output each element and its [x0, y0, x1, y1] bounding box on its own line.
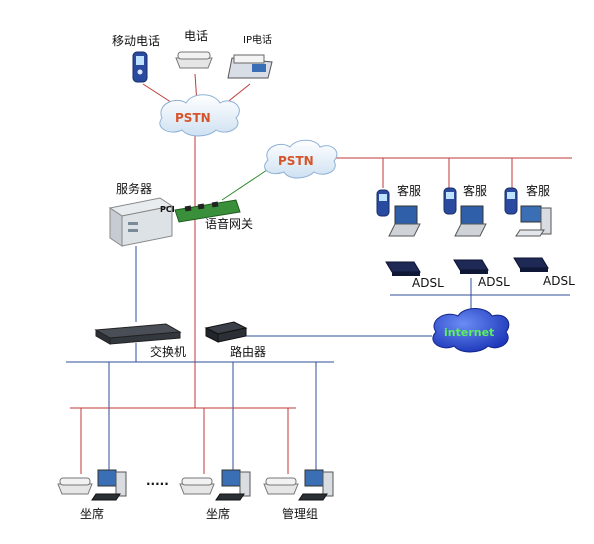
adsl1-modem-icon — [385, 261, 421, 276]
label-cs2: 客服 — [463, 183, 487, 198]
mobile-phone-icon — [132, 51, 148, 83]
switch-icon — [94, 323, 182, 345]
label-cs3: 客服 — [526, 183, 550, 198]
adsl3-modem-icon — [513, 257, 549, 272]
pstn-cloud-mid: PSTN — [264, 139, 338, 179]
label-mgmt: 管理组 — [282, 506, 318, 521]
adsl2-modem-icon — [453, 259, 489, 274]
internet-cloud: internet — [432, 308, 510, 353]
desk-phone-icon — [175, 51, 213, 69]
pstn-top-text: PSTN — [175, 111, 211, 125]
seat2-phone-icon — [179, 477, 215, 495]
voice-gateway-card-icon — [174, 199, 241, 223]
mgmt-computer-icon — [298, 469, 334, 501]
label-server: 服务器 — [116, 181, 152, 196]
label-adsl2: ADSL — [478, 275, 510, 289]
cs1-mobile-icon — [376, 189, 390, 217]
label-switch: 交换机 — [150, 344, 186, 359]
router-icon — [204, 321, 248, 343]
server-icon — [108, 197, 174, 247]
label-adsl1: ADSL — [412, 276, 444, 290]
label-dots: ····· — [146, 477, 169, 491]
label-mobile: 移动电话 — [112, 34, 160, 48]
label-adsl3: ADSL — [543, 274, 575, 288]
seat2-computer-icon — [215, 469, 251, 501]
seat1-phone-icon — [57, 477, 93, 495]
cs2-mobile-icon — [443, 187, 457, 215]
pstn-cloud-top: PSTN — [159, 94, 240, 137]
label-pci: PCI — [160, 205, 175, 214]
label-phone: 电话 — [184, 29, 208, 43]
label-cs1: 客服 — [397, 183, 421, 198]
cs2-laptop-icon — [454, 205, 487, 237]
internet-text: internet — [444, 326, 494, 339]
label-seat1: 坐席 — [80, 506, 104, 521]
cs3-desktop-icon — [515, 205, 552, 237]
ip-phone-icon — [227, 54, 273, 79]
label-voice-gateway: 语音网关 — [205, 216, 253, 231]
cs3-mobile-icon — [504, 187, 518, 215]
line-gateway-pstn — [221, 167, 271, 201]
seat1-computer-icon — [91, 469, 127, 501]
cs1-laptop-icon — [388, 205, 421, 237]
pstn-mid-text: PSTN — [278, 154, 314, 168]
label-seat2: 坐席 — [206, 506, 230, 521]
mgmt-phone-icon — [263, 477, 299, 495]
label-ip-phone: IP电话 — [243, 33, 272, 46]
label-router: 路由器 — [230, 344, 266, 359]
